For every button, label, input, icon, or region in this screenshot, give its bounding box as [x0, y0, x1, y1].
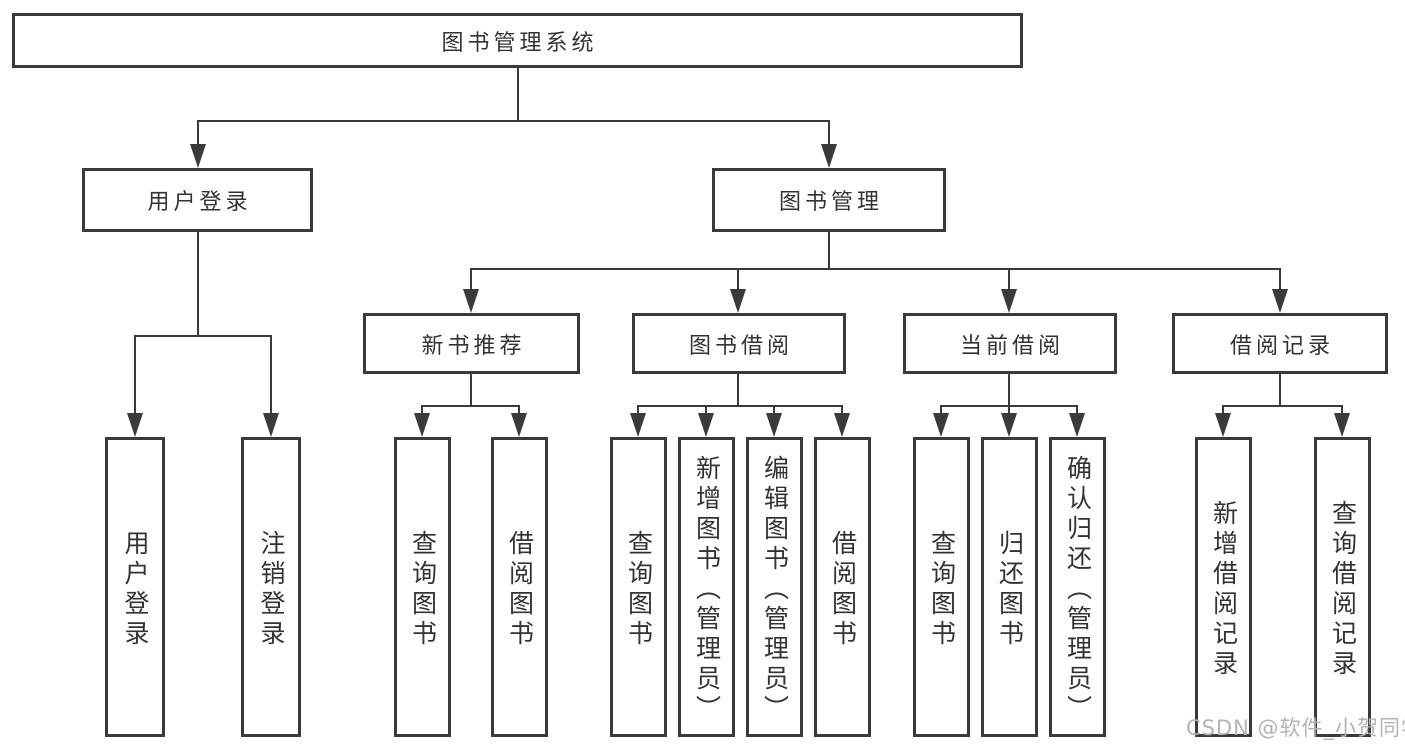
node-book-borrowing: 图书借阅 — [632, 313, 846, 374]
leaf-current-query-books: 查询图书 — [913, 437, 970, 737]
leaf-current-return-books: 归还图书 — [981, 437, 1038, 737]
connector-arrow — [1069, 413, 1085, 437]
connector-line — [773, 405, 775, 415]
connector-line — [1008, 405, 1010, 415]
connector-arrow — [1334, 413, 1350, 437]
connector-line — [1279, 268, 1281, 291]
connector-arrow — [1001, 413, 1017, 437]
connector-line — [637, 405, 639, 415]
connector-line — [421, 405, 423, 415]
connector-arrow — [834, 413, 850, 437]
leaf-user-login: 用户登录 — [105, 437, 165, 737]
connector-line — [197, 120, 830, 122]
connector-line — [1076, 405, 1078, 415]
connector-line — [470, 372, 472, 407]
connector-arrow — [414, 413, 430, 437]
connector-line — [1279, 372, 1281, 407]
leaf-logout: 注销登录 — [241, 437, 301, 737]
connector-line — [1008, 372, 1010, 407]
node-new-book-recommend: 新书推荐 — [363, 313, 580, 374]
connector-line — [828, 120, 830, 146]
connector-arrow — [630, 413, 646, 437]
connector-line — [1008, 268, 1010, 291]
connector-line — [270, 335, 272, 415]
connector-line — [1222, 405, 1343, 407]
connector-line — [197, 230, 199, 337]
connector-arrow — [698, 413, 714, 437]
connector-arrow — [1001, 289, 1017, 313]
connector-arrow — [1272, 289, 1288, 313]
connector-arrow — [730, 289, 746, 313]
connector-line — [737, 268, 739, 291]
leaf-newbooks-query-books: 查询图书 — [394, 437, 451, 737]
connector-line — [841, 405, 843, 415]
leaf-borrowing-edit-books-admin: 编辑图书（管理员） — [746, 437, 803, 737]
leaf-records-add-record: 新增借阅记录 — [1195, 437, 1252, 737]
connector-line — [134, 335, 136, 415]
connector-line — [421, 405, 520, 407]
connector-line — [197, 120, 199, 146]
connector-line — [737, 372, 739, 407]
connector-line — [1341, 405, 1343, 415]
connector-line — [1222, 405, 1224, 415]
leaf-borrowing-query-books: 查询图书 — [610, 437, 667, 737]
connector-arrow — [1215, 413, 1231, 437]
connector-line — [637, 405, 843, 407]
node-borrow-records: 借阅记录 — [1172, 313, 1388, 374]
node-current-borrowing: 当前借阅 — [903, 313, 1117, 374]
connector-arrow — [933, 413, 949, 437]
node-user-login: 用户登录 — [82, 168, 313, 232]
connector-arrow — [463, 289, 479, 313]
leaf-borrowing-borrow-books: 借阅图书 — [814, 437, 871, 737]
connector-arrow — [263, 413, 279, 437]
connector-arrow — [190, 144, 206, 168]
connector-line — [940, 405, 942, 415]
leaf-borrowing-add-books-admin: 新增图书（管理员） — [678, 437, 735, 737]
csdn-watermark: CSDN @软件_小贺同学 — [1186, 716, 1405, 740]
connector-arrow — [127, 413, 143, 437]
connector-line — [517, 66, 519, 122]
connector-line — [518, 405, 520, 415]
connector-line — [705, 405, 707, 415]
connector-line — [470, 268, 1281, 270]
node-book-management: 图书管理 — [712, 168, 946, 232]
leaf-newbooks-borrow-books: 借阅图书 — [491, 437, 548, 737]
leaf-current-confirm-return-admin: 确认归还（管理员） — [1049, 437, 1106, 737]
connector-arrow — [511, 413, 527, 437]
connector-arrow — [766, 413, 782, 437]
connector-line — [828, 230, 830, 270]
connector-line — [134, 335, 272, 337]
leaf-records-query-record: 查询借阅记录 — [1314, 437, 1371, 737]
node-library-management-system: 图书管理系统 — [12, 13, 1023, 68]
connector-arrow — [821, 144, 837, 168]
connector-line — [470, 268, 472, 291]
